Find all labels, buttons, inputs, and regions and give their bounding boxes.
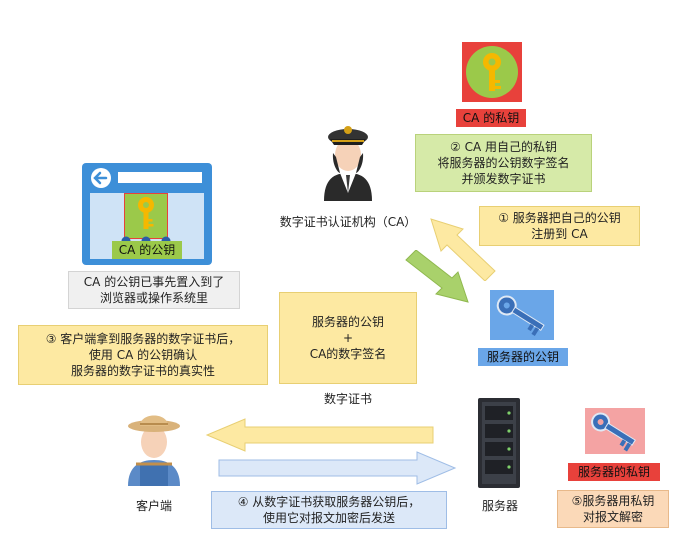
- step4-box: ④ 从数字证书获取服务器公钥后， 使用它对报文加密后发送: [211, 491, 447, 529]
- client-label: 客户端: [135, 499, 172, 513]
- arrow-down-to-server-key: [400, 250, 475, 310]
- server-private-key-label: 服务器的私钥: [568, 463, 660, 481]
- ca-private-key-label: CA 的私钥: [456, 109, 526, 127]
- certificate-line-server-key: 服务器的公钥: [311, 315, 384, 329]
- certificate-line-ca-signature: CA的数字签名: [309, 347, 387, 361]
- server-label: 服务器: [481, 499, 518, 513]
- step1-box: ① 服务器把自己的公钥 注册到 CA: [479, 206, 640, 246]
- certificate-label: 数字证书: [323, 392, 372, 406]
- digital-certificate-box: 服务器的公钥 + CA的数字签名: [279, 292, 417, 384]
- server-rack-icon: [478, 398, 520, 488]
- step2-box: ② CA 用自己的私钥 将服务器的公钥数字签名 并颁发数字证书: [415, 134, 592, 192]
- step3-box: ③ 客户端拿到服务器的数字证书后， 使用 CA 的公钥确认 服务器的数字证书的真…: [18, 325, 268, 385]
- farmer-avatar-icon: [122, 404, 186, 486]
- officer-avatar-icon: [318, 115, 378, 201]
- arrow-server-to-client: [205, 417, 435, 453]
- server-private-key-icon: [585, 408, 645, 454]
- server-public-key-label: 服务器的公钥: [478, 348, 568, 366]
- certificate-plus: +: [342, 331, 354, 345]
- arrow-client-to-server: [217, 450, 457, 486]
- ca-public-key-label: CA 的公钥: [112, 241, 182, 259]
- ca-preinstalled-note: CA 的公钥已事先置入到了 浏览器或操作系统里: [68, 271, 240, 309]
- step5-box: ⑤服务器用私钥 对报文解密: [557, 490, 669, 528]
- arrow-up-to-ca: [425, 213, 500, 281]
- ca-authority-label: 数字证书认证机构（CA）: [279, 215, 417, 229]
- server-public-key-icon: [490, 290, 554, 340]
- ca-private-key-icon: [462, 42, 522, 102]
